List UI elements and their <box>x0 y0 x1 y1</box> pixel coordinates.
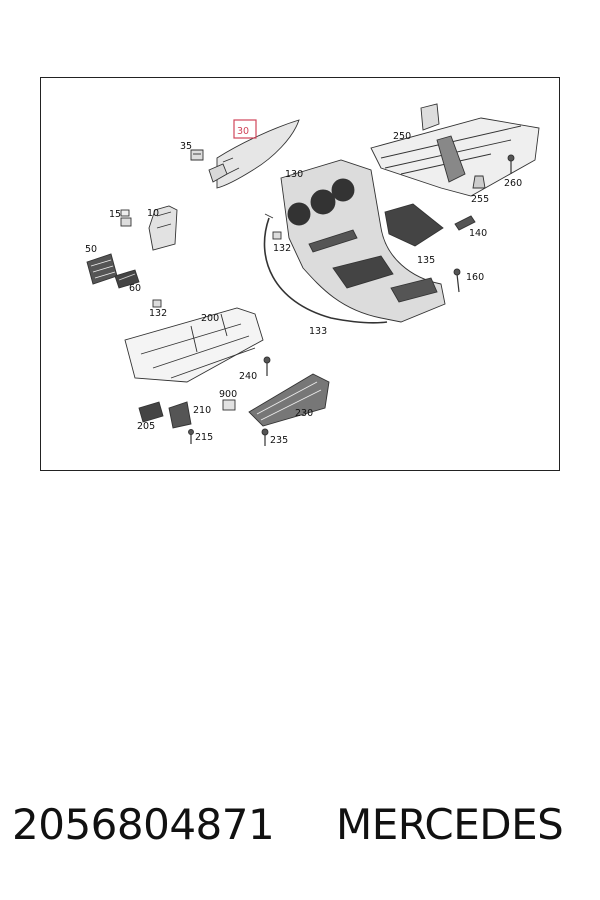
part-140-switch <box>454 215 476 231</box>
brand-name: MERCEDES <box>336 800 564 849</box>
part-230-control-unit <box>248 373 330 427</box>
part-250-console-base <box>370 103 540 197</box>
part-160-screw <box>453 268 461 293</box>
callout-132-right: 132 <box>273 243 291 254</box>
callout-133: 133 <box>309 326 327 337</box>
callout-260: 260 <box>504 178 522 189</box>
callout-210: 210 <box>193 405 211 416</box>
callout-900: 900 <box>219 389 237 400</box>
footer: 2056804871 MERCEDES <box>0 800 600 860</box>
part-200-frame <box>124 307 264 383</box>
callout-240: 240 <box>239 371 257 382</box>
part-135-mat <box>384 203 444 247</box>
part-235-screw <box>261 428 269 446</box>
part-130-center-console <box>280 159 446 323</box>
part-215-screw <box>188 429 194 444</box>
part-132-clip-left <box>152 299 162 308</box>
callout-132-left: 132 <box>149 308 167 319</box>
callout-230: 230 <box>295 408 313 419</box>
callout-215: 215 <box>195 432 213 443</box>
parts-diagram-frame: 30 35 10 15 50 60 132 132 130 133 135 14… <box>40 77 560 471</box>
callout-30-highlight-box <box>233 119 257 139</box>
callout-10: 10 <box>147 208 159 219</box>
part-900-connector <box>222 399 236 411</box>
callout-200: 200 <box>201 313 219 324</box>
part-255-clip <box>472 175 486 189</box>
part-260-screw <box>507 154 515 174</box>
callout-235: 235 <box>270 435 288 446</box>
callout-250: 250 <box>393 131 411 142</box>
part-35-clip <box>190 149 204 161</box>
part-205-switch <box>138 401 164 423</box>
part-132-clip-right <box>272 231 282 240</box>
callout-15: 15 <box>109 209 121 220</box>
callout-140: 140 <box>469 228 487 239</box>
callout-30: 30 <box>237 126 249 137</box>
callout-205: 205 <box>137 421 155 432</box>
part-133-trim-line <box>263 213 388 324</box>
callout-135: 135 <box>417 255 435 266</box>
callout-35: 35 <box>180 141 192 152</box>
part-210-switch <box>168 401 192 429</box>
callout-130: 130 <box>285 169 303 180</box>
part-60-vent <box>114 269 140 289</box>
part-number: 2056804871 <box>12 800 275 849</box>
callout-160: 160 <box>466 272 484 283</box>
callout-50: 50 <box>85 244 97 255</box>
part-240-screw <box>263 356 271 376</box>
callout-60: 60 <box>129 283 141 294</box>
part-10-bracket <box>148 205 178 251</box>
part-15-clip <box>120 209 132 227</box>
part-50-vent <box>86 253 118 285</box>
callout-255: 255 <box>471 194 489 205</box>
exploded-parts-diagram: 30 35 10 15 50 60 132 132 130 133 135 14… <box>85 103 540 446</box>
